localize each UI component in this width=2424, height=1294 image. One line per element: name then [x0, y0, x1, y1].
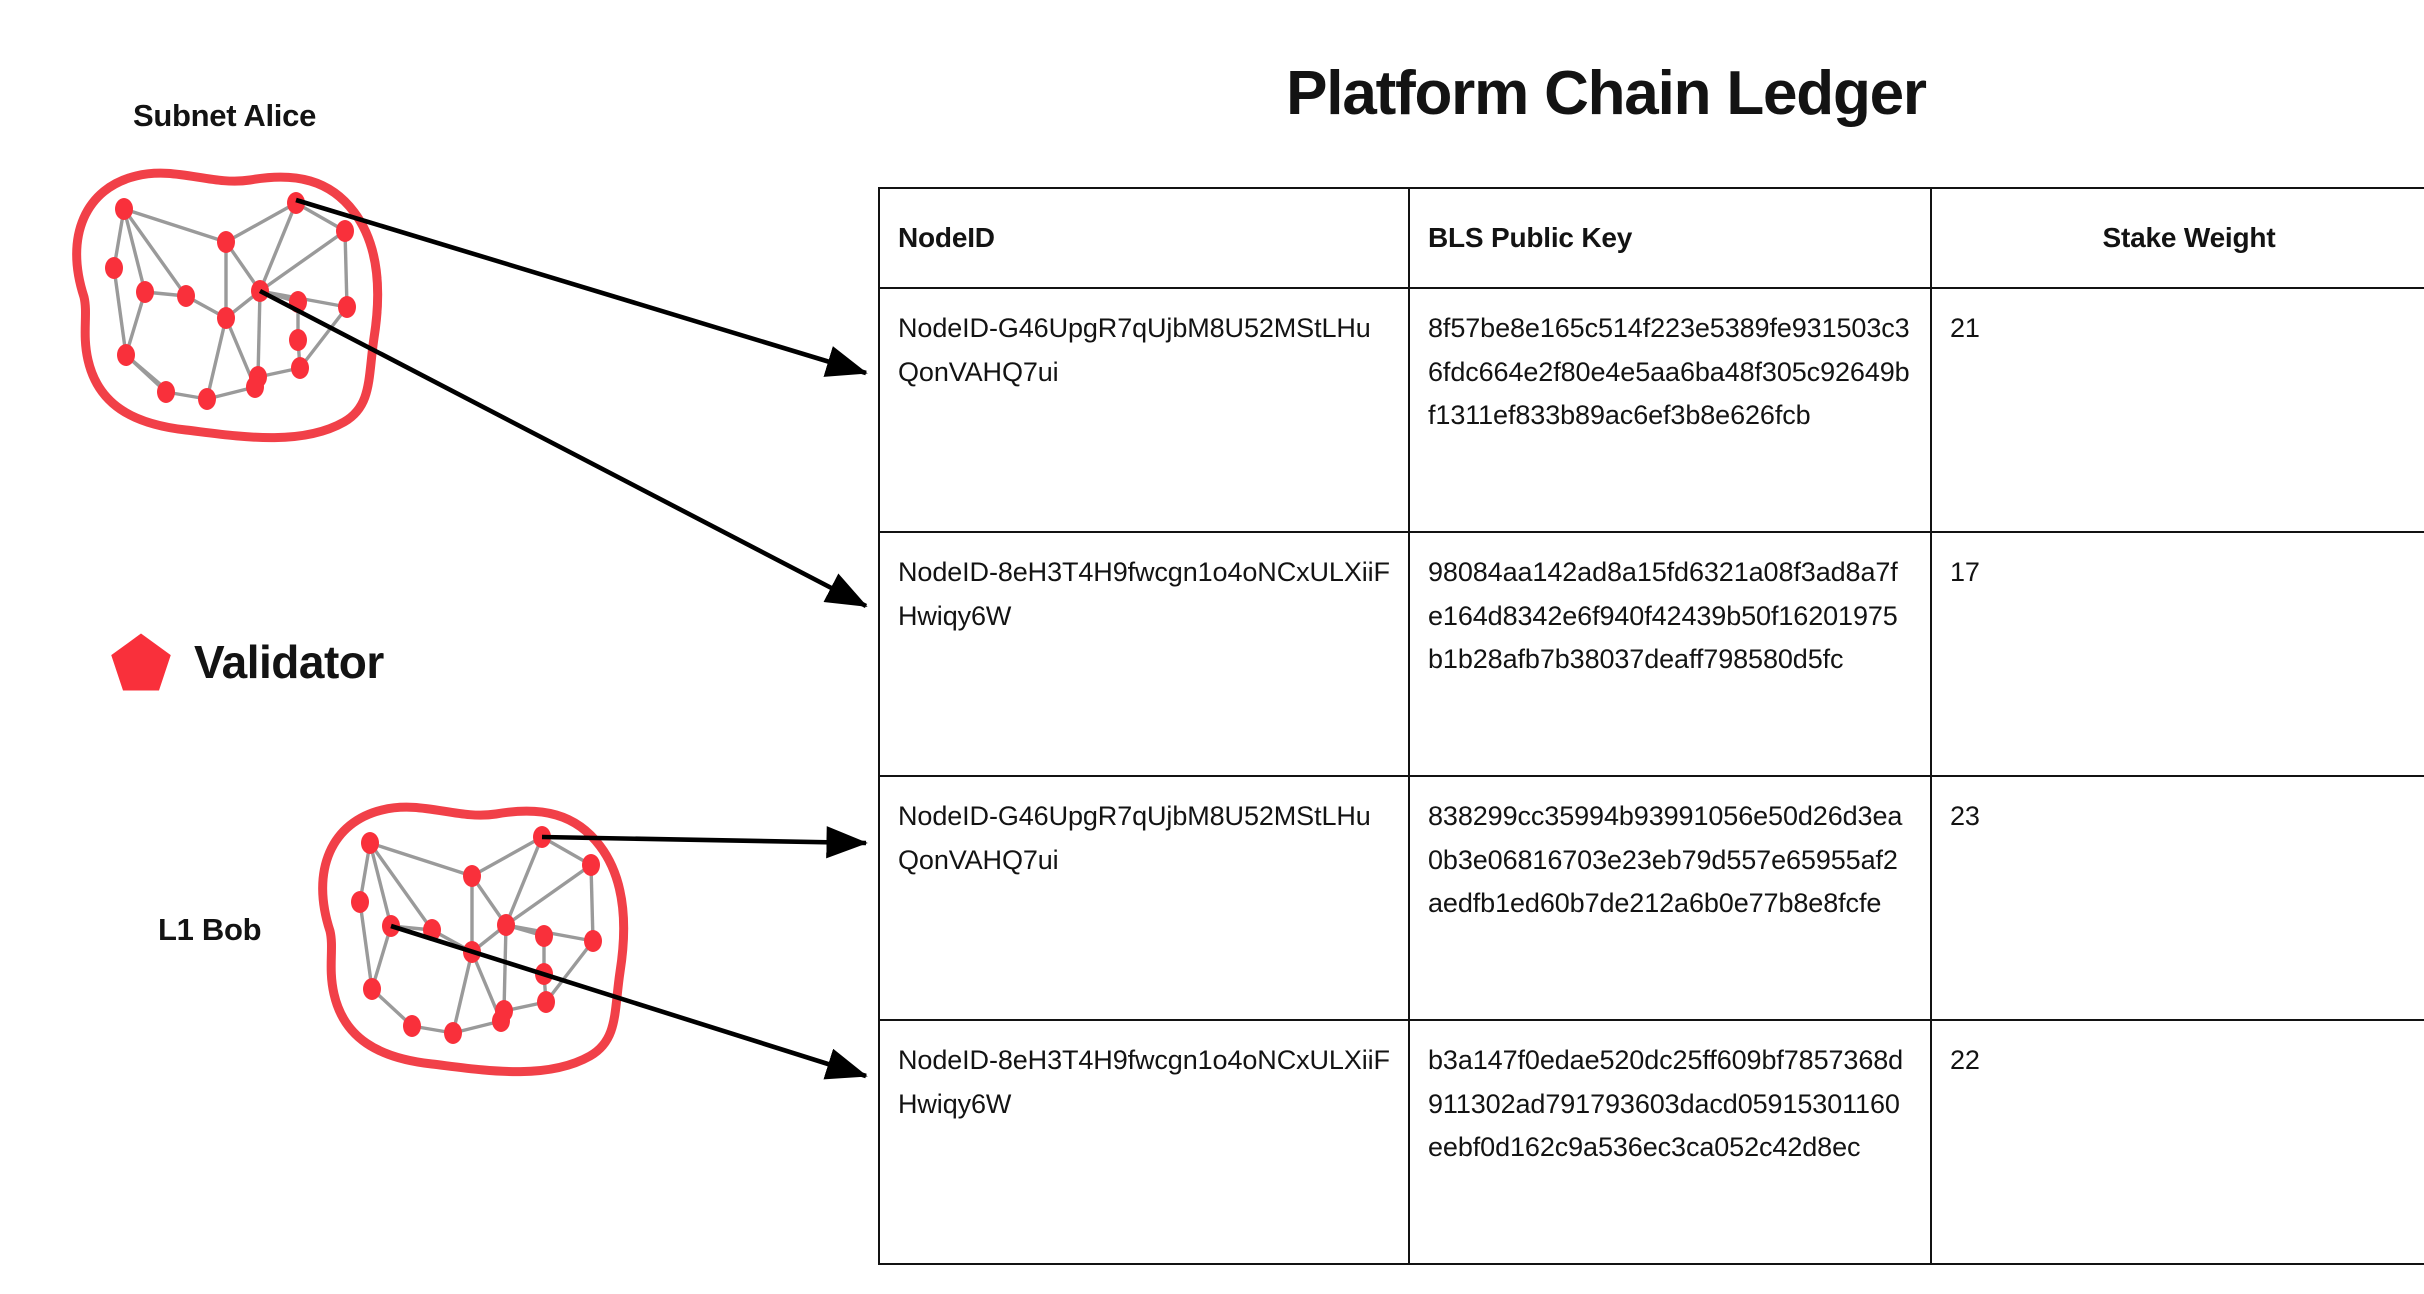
cell-bls-public-key: 98084aa142ad8a15fd6321a08f3ad8a7fe164d83… — [1408, 531, 1932, 777]
table-row: NodeID-G46UpgR7qUjbM8U52MStLHuQonVAHQ7ui… — [878, 287, 2424, 533]
cell-nodeid: NodeID-G46UpgR7qUjbM8U52MStLHuQonVAHQ7ui — [878, 775, 1410, 1021]
legend-label: Validator — [194, 636, 384, 688]
page-title: Platform Chain Ledger — [1286, 59, 1927, 128]
cell-stake-weight: 17 — [1930, 531, 2424, 777]
cell-bls-public-key: b3a147f0edae520dc25ff609bf7857368d911302… — [1408, 1019, 1932, 1265]
connector-bob-to-row4 — [390, 923, 868, 1080]
column-header-nodeid: NodeID — [878, 187, 1410, 289]
cell-nodeid: NodeID-8eH3T4H9fwcgn1o4oNCxULXiiFHwiqy6W — [878, 531, 1410, 777]
validator-nodes-l1-bob — [351, 826, 602, 1044]
legend: Validator — [110, 632, 384, 692]
table-header-row: NodeID BLS Public Key Stake Weight — [878, 187, 2424, 289]
cell-stake-weight: 22 — [1930, 1019, 2424, 1265]
network-blob-l1-bob — [318, 802, 629, 1077]
cell-nodeid: NodeID-8eH3T4H9fwcgn1o4oNCxULXiiFHwiqy6W — [878, 1019, 1410, 1265]
column-header-bls-public-key: BLS Public Key — [1408, 187, 1932, 289]
table-row: NodeID-8eH3T4H9fwcgn1o4oNCxULXiiFHwiqy6W… — [878, 531, 2424, 777]
network-label-subnet-alice: Subnet Alice — [133, 98, 317, 133]
connector-alice-to-row1 — [295, 197, 868, 377]
platform-chain-ledger-table: NodeID BLS Public Key Stake Weight NodeI… — [878, 187, 2424, 1265]
network-blob-subnet-alice — [72, 168, 383, 443]
validator-nodes-subnet-alice — [105, 192, 356, 410]
cell-bls-public-key: 838299cc35994b93991056e50d26d3ea0b3e0681… — [1408, 775, 1932, 1021]
column-header-stake-weight: Stake Weight — [1930, 187, 2424, 289]
cell-bls-public-key: 8f57be8e165c514f223e5389fe931503c36fdc66… — [1408, 287, 1932, 533]
table-row: NodeID-8eH3T4H9fwcgn1o4oNCxULXiiFHwiqy6W… — [878, 1019, 2424, 1265]
cell-stake-weight: 21 — [1930, 287, 2424, 533]
connector-bob-to-row3 — [541, 826, 868, 859]
table-row: NodeID-G46UpgR7qUjbM8U52MStLHuQonVAHQ7ui… — [878, 775, 2424, 1021]
cell-stake-weight: 23 — [1930, 775, 2424, 1021]
connector-alice-to-row2 — [258, 288, 868, 609]
pentagon-icon — [111, 633, 171, 691]
network-label-l1-bob: L1 Bob — [158, 912, 262, 947]
cell-nodeid: NodeID-G46UpgR7qUjbM8U52MStLHuQonVAHQ7ui — [878, 287, 1410, 533]
